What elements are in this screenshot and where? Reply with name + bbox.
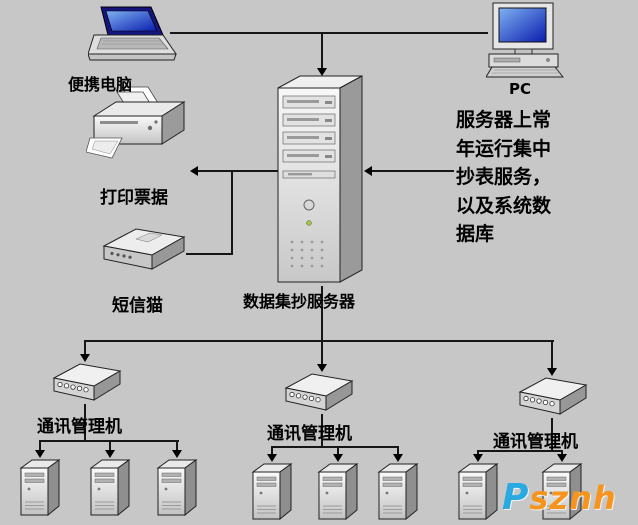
connector-modem-horizontal bbox=[186, 253, 233, 255]
watermark-part2: sznh bbox=[529, 479, 617, 517]
arrowhead-into-printer bbox=[190, 166, 198, 176]
group3-drop-b bbox=[561, 452, 563, 454]
group1-drop-b bbox=[109, 442, 111, 450]
comm-manager-3-label: 通讯管理机 bbox=[493, 432, 578, 452]
arrowhead-terminal-2a bbox=[267, 454, 277, 462]
drop-to-comm3 bbox=[551, 342, 553, 368]
connector-junction-vertical bbox=[231, 171, 233, 255]
comm3-down-vertical bbox=[551, 418, 553, 451]
modem-label: 短信猫 bbox=[112, 296, 163, 316]
printer-label: 打印票据 bbox=[100, 188, 168, 208]
watermark-logo: Psznh bbox=[502, 477, 617, 518]
arrowhead-terminal-1c bbox=[172, 450, 182, 458]
server-label: 数据集抄服务器 bbox=[243, 292, 356, 311]
sms-modem-icon bbox=[102, 226, 186, 278]
laptop-label: 便携电脑 bbox=[68, 75, 133, 94]
terminal-device-icon bbox=[376, 462, 420, 520]
pc-label: PC bbox=[509, 80, 532, 98]
terminal-device-icon bbox=[18, 458, 62, 516]
arrowhead-into-server-top bbox=[317, 68, 327, 76]
group2-drop-b bbox=[337, 448, 339, 454]
comm-manager-3-icon bbox=[518, 374, 588, 420]
arrowhead-terminal-1b bbox=[105, 450, 115, 458]
terminal-device-icon bbox=[316, 462, 360, 520]
group1-drop-a bbox=[39, 442, 41, 450]
server-tower-icon bbox=[276, 74, 364, 286]
connector-laptop-pc-horizontal bbox=[170, 32, 488, 34]
terminal-device-icon bbox=[88, 458, 132, 516]
comm1-down-vertical bbox=[84, 404, 86, 441]
comm2-down-vertical bbox=[321, 414, 323, 447]
arrowhead-into-comm3 bbox=[547, 368, 557, 376]
drop-to-comm2 bbox=[321, 342, 323, 364]
group3-drop-a bbox=[477, 452, 479, 454]
connector-annotation bbox=[372, 170, 454, 172]
arrowhead-into-server-right bbox=[364, 166, 372, 176]
terminal-device-icon bbox=[250, 462, 294, 520]
arrowhead-into-comm2 bbox=[317, 364, 327, 372]
drop-to-comm1 bbox=[84, 342, 86, 354]
comm-manager-2-label: 通讯管理机 bbox=[267, 424, 352, 444]
group1-horizontal bbox=[39, 440, 179, 442]
comm-manager-1-label: 通讯管理机 bbox=[37, 417, 122, 437]
comm-manager-2-icon bbox=[284, 370, 354, 416]
arrowhead-into-comm1 bbox=[80, 354, 90, 362]
arrowhead-terminal-3a bbox=[473, 454, 483, 462]
arrowhead-terminal-2b bbox=[333, 454, 343, 462]
group2-drop-a bbox=[271, 448, 273, 454]
connector-distribution-horizontal bbox=[84, 340, 554, 342]
arrowhead-terminal-1a bbox=[35, 450, 45, 458]
terminal-device-icon bbox=[456, 462, 500, 520]
group2-drop-c bbox=[397, 448, 399, 454]
connector-server-top-vertical bbox=[321, 33, 323, 70]
pc-icon bbox=[486, 2, 564, 80]
group1-drop-c bbox=[176, 442, 178, 450]
printer-icon bbox=[86, 86, 188, 178]
connector-server-printer bbox=[197, 170, 278, 172]
group2-horizontal bbox=[271, 446, 399, 448]
annotation-text: 服务器上常年运行集中抄表服务，以及系统数据库 bbox=[456, 109, 552, 245]
watermark-part1: P bbox=[502, 477, 530, 518]
laptop-icon bbox=[88, 6, 180, 70]
terminal-device-icon bbox=[155, 458, 199, 516]
group3-horizontal bbox=[477, 450, 563, 452]
arrowhead-terminal-2c bbox=[393, 454, 403, 462]
arrowhead-terminal-3b bbox=[557, 454, 567, 462]
comm-manager-1-icon bbox=[52, 360, 122, 406]
connector-server-bottom-vertical bbox=[321, 286, 323, 342]
